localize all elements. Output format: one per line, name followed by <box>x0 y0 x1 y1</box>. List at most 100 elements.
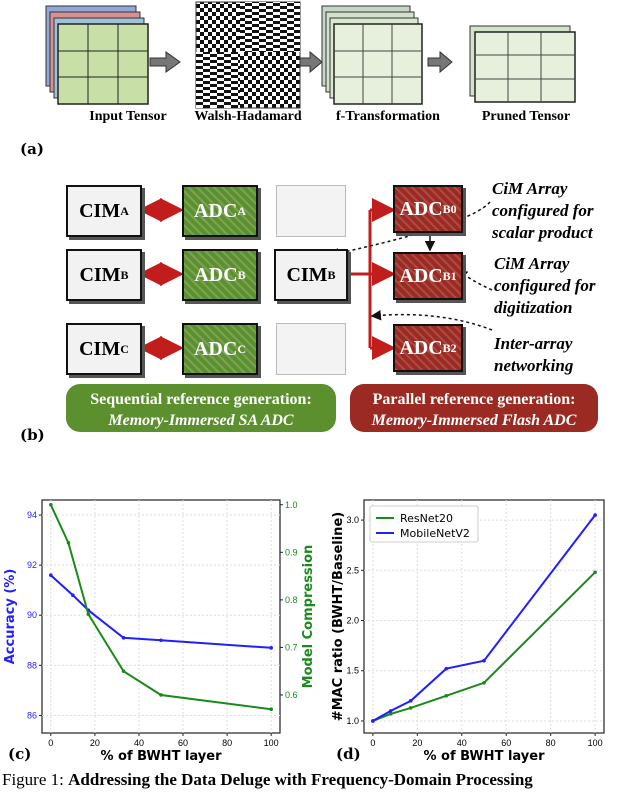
x-axis-label: % of BWHT layer <box>423 749 545 764</box>
y-axis-label: Accuracy (%) <box>3 569 18 665</box>
cim-c-label: CIM <box>79 337 121 360</box>
stage-label-f-transformation: f-Transformation <box>336 109 440 124</box>
adc-b-label: ADC <box>194 263 238 286</box>
data-point <box>159 693 163 697</box>
data-point <box>593 513 597 517</box>
y-axis-label: #MAC ratio (BWHT/Baseline) <box>331 512 346 721</box>
y-tick-label: 2.0 <box>346 616 359 626</box>
legend-box <box>369 505 479 543</box>
data-point <box>388 712 393 716</box>
panel-c-label: (c) <box>8 745 32 763</box>
plot-frame <box>41 499 281 734</box>
data-point <box>593 570 597 575</box>
adc-b1-subscript: B1 <box>442 268 457 283</box>
pruned-tensor-stack <box>469 25 576 103</box>
adc-b-subscript: B <box>237 267 246 282</box>
note-networking-line-2: networking <box>494 356 574 375</box>
data-point <box>121 635 126 640</box>
cim-b-subscript: B <box>120 267 129 282</box>
note-networking: Inter-array networking <box>494 333 638 377</box>
y2-axis-label: Model Compression <box>301 545 316 689</box>
figure-caption: Figure 1: Addressing the Data Deluge wit… <box>2 770 533 790</box>
adc-a-label: ADC <box>193 199 238 222</box>
placeholder-block-bottom <box>276 323 346 375</box>
stage-label-walsh-hadamard: Walsh-Hadamard <box>194 109 302 124</box>
legend-label: MobileNetV2 <box>400 527 470 540</box>
tensor-pipeline-illustration <box>45 1 576 109</box>
note-scalar-line-2: configured for <box>492 201 594 220</box>
banner-sequential: Sequential reference generation: Memory-… <box>66 384 336 432</box>
cim-b-right-label: CIM <box>286 263 328 286</box>
arrow-2 <box>299 50 323 74</box>
cim-b-label: CIM <box>79 263 121 286</box>
y-tick-label: 94 <box>27 510 37 520</box>
data-point <box>444 666 449 671</box>
panel-b-label: (b) <box>20 426 45 444</box>
y2-tick-label: 0.9 <box>285 547 298 557</box>
walsh-hadamard-matrix <box>195 1 301 109</box>
adc-a-subscript: A <box>237 203 246 218</box>
data-point <box>121 669 126 673</box>
series-line <box>49 504 272 711</box>
data-point <box>71 593 75 598</box>
data-point <box>408 706 413 710</box>
data-point <box>371 719 375 723</box>
x-tick-label: 80 <box>546 738 556 748</box>
series-line <box>50 574 272 649</box>
data-point <box>159 638 163 643</box>
adc-b0-label: ADC <box>399 197 443 220</box>
adc-b1-label: ADC <box>399 264 443 287</box>
banner-sequential-subtitle: Memory-Immersed SA ADC <box>108 412 294 429</box>
x-tick-label: 80 <box>222 738 232 748</box>
caption-title: Addressing the Data Deluge with Frequenc… <box>68 770 533 789</box>
y-tick-label: 88 <box>27 660 37 670</box>
banner-parallel-subtitle: Memory-Immersed Flash ADC <box>371 412 577 429</box>
x-tick-label: 100 <box>264 738 279 748</box>
data-point <box>269 646 273 650</box>
y-tick-label: 3.0 <box>346 515 359 525</box>
x-axis-label: % of BWHT layer <box>100 749 222 764</box>
panel-a-label: (a) <box>20 140 44 158</box>
y-tick-label: 1.5 <box>346 666 359 676</box>
f-transformation-stack <box>321 5 423 105</box>
panel-d-label: (d) <box>336 745 361 763</box>
y2-tick-label: 1.0 <box>285 500 298 510</box>
data-point <box>49 502 53 507</box>
note-digitization: CiM Array configured for digitization <box>494 253 638 319</box>
cim-a-subscript: A <box>120 203 129 218</box>
cim-b-right-subscript: B <box>327 267 336 282</box>
data-point <box>388 709 393 713</box>
adc-b0-subscript: B0 <box>442 201 457 216</box>
note-digitization-line-3: digitization <box>494 298 573 317</box>
y2-tick-label: 0.7 <box>285 642 298 652</box>
note-scalar-line-1: CiM Array <box>492 179 568 198</box>
adc-b2-label: ADC <box>399 336 443 359</box>
input-tensor-stack <box>45 5 149 105</box>
banner-sequential-title: Sequential reference generation: <box>90 391 312 408</box>
stage-label-pruned: Pruned Tensor <box>481 109 571 124</box>
note-digitization-line-1: CiM Array <box>494 254 570 273</box>
x-tick-label: 60 <box>178 738 188 748</box>
banner-parallel: Parallel reference generation: Memory-Im… <box>350 384 598 432</box>
banner-parallel-title: Parallel reference generation: <box>372 391 576 408</box>
caption-prefix: Figure 1: <box>2 770 69 789</box>
series-line <box>372 514 596 722</box>
y2-tick-label: 0.6 <box>285 690 298 700</box>
placeholder-block-top <box>276 185 346 237</box>
y2-tick-label: 0.8 <box>285 595 298 605</box>
x-tick-label: 20 <box>90 738 100 748</box>
stage-label-input: Input Tensor <box>89 109 167 124</box>
x-tick-label: 40 <box>134 738 144 748</box>
legend-label: ResNet20 <box>400 512 453 525</box>
arrow-3 <box>427 50 453 74</box>
y-tick-label: 2.5 <box>346 565 359 575</box>
